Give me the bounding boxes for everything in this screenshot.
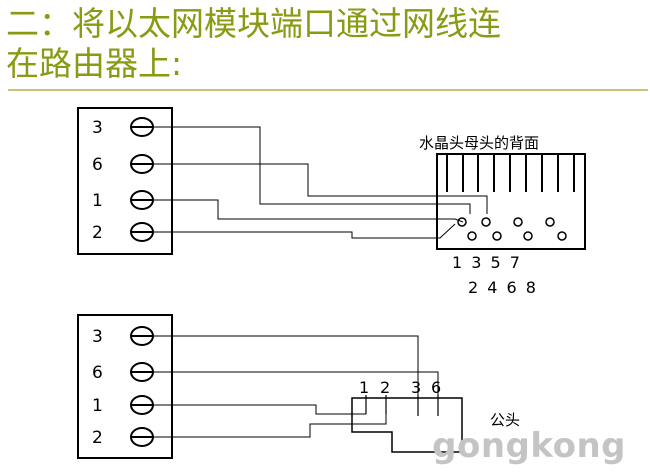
top-screw-terminal-3 — [130, 117, 154, 137]
bottom-wires — [153, 335, 439, 438]
top-screw-terminal-6 — [130, 154, 154, 174]
jack-pin-row-even: 2 4 6 8 — [468, 278, 538, 297]
gongkong-watermark: gongkong — [432, 426, 626, 466]
jack-caption: 水晶头母头的背面 — [419, 134, 539, 152]
plug-pin-label-6: 6 — [431, 378, 441, 397]
title-line-1: 二：将以太网模块端口通过网线连 — [6, 4, 501, 43]
top-wire-3 — [153, 126, 471, 214]
bottom-terminal-label-2: 2 — [92, 428, 103, 448]
rj45-plug — [351, 395, 463, 453]
bottom-terminal-label-3: 3 — [92, 327, 103, 347]
plug-caption: 公头 — [490, 411, 520, 429]
plug-pin-label-1: 1 — [359, 378, 369, 397]
jack-pin-holes — [457, 217, 567, 241]
top-terminal-label-2: 2 — [92, 223, 103, 243]
top-terminal-label-6: 6 — [92, 155, 103, 175]
top-wires — [153, 126, 488, 239]
title-line-2: 在路由器上: — [6, 44, 183, 83]
top-terminal-label-1: 1 — [92, 191, 103, 211]
bottom-wire-2 — [153, 414, 387, 438]
top-terminal-label-3: 3 — [92, 118, 103, 138]
bottom-terminal-block — [77, 314, 173, 459]
bottom-screw-terminal-1 — [130, 395, 154, 415]
bottom-screw-terminal-6 — [130, 362, 154, 382]
bottom-screw-terminal-2 — [130, 427, 154, 447]
bottom-terminal-label-1: 1 — [92, 396, 103, 416]
jack-pin-row-odd: 1 3 5 7 — [452, 253, 522, 272]
top-screw-terminal-2 — [130, 222, 154, 242]
slide-title: 二：将以太网模块端口通过网线连 在路由器上: — [6, 4, 646, 84]
bottom-wire-6 — [153, 371, 439, 395]
rj45-jack-back — [436, 153, 586, 250]
bottom-screw-terminal-3 — [130, 326, 154, 346]
top-wire-1 — [153, 199, 464, 223]
title-divider — [8, 89, 648, 91]
top-screw-terminal-1 — [130, 190, 154, 210]
bottom-wire-3 — [153, 335, 419, 395]
jack-contact-lines — [446, 154, 575, 192]
bottom-terminal-label-6: 6 — [92, 363, 103, 383]
plug-pin-label-3: 3 — [411, 378, 421, 397]
plug-pin-label-2: 2 — [380, 378, 390, 397]
bottom-wire-1 — [153, 404, 366, 415]
top-wire-2 — [153, 223, 456, 239]
plug-contact-lines — [365, 395, 439, 416]
top-wire-6 — [153, 163, 488, 214]
